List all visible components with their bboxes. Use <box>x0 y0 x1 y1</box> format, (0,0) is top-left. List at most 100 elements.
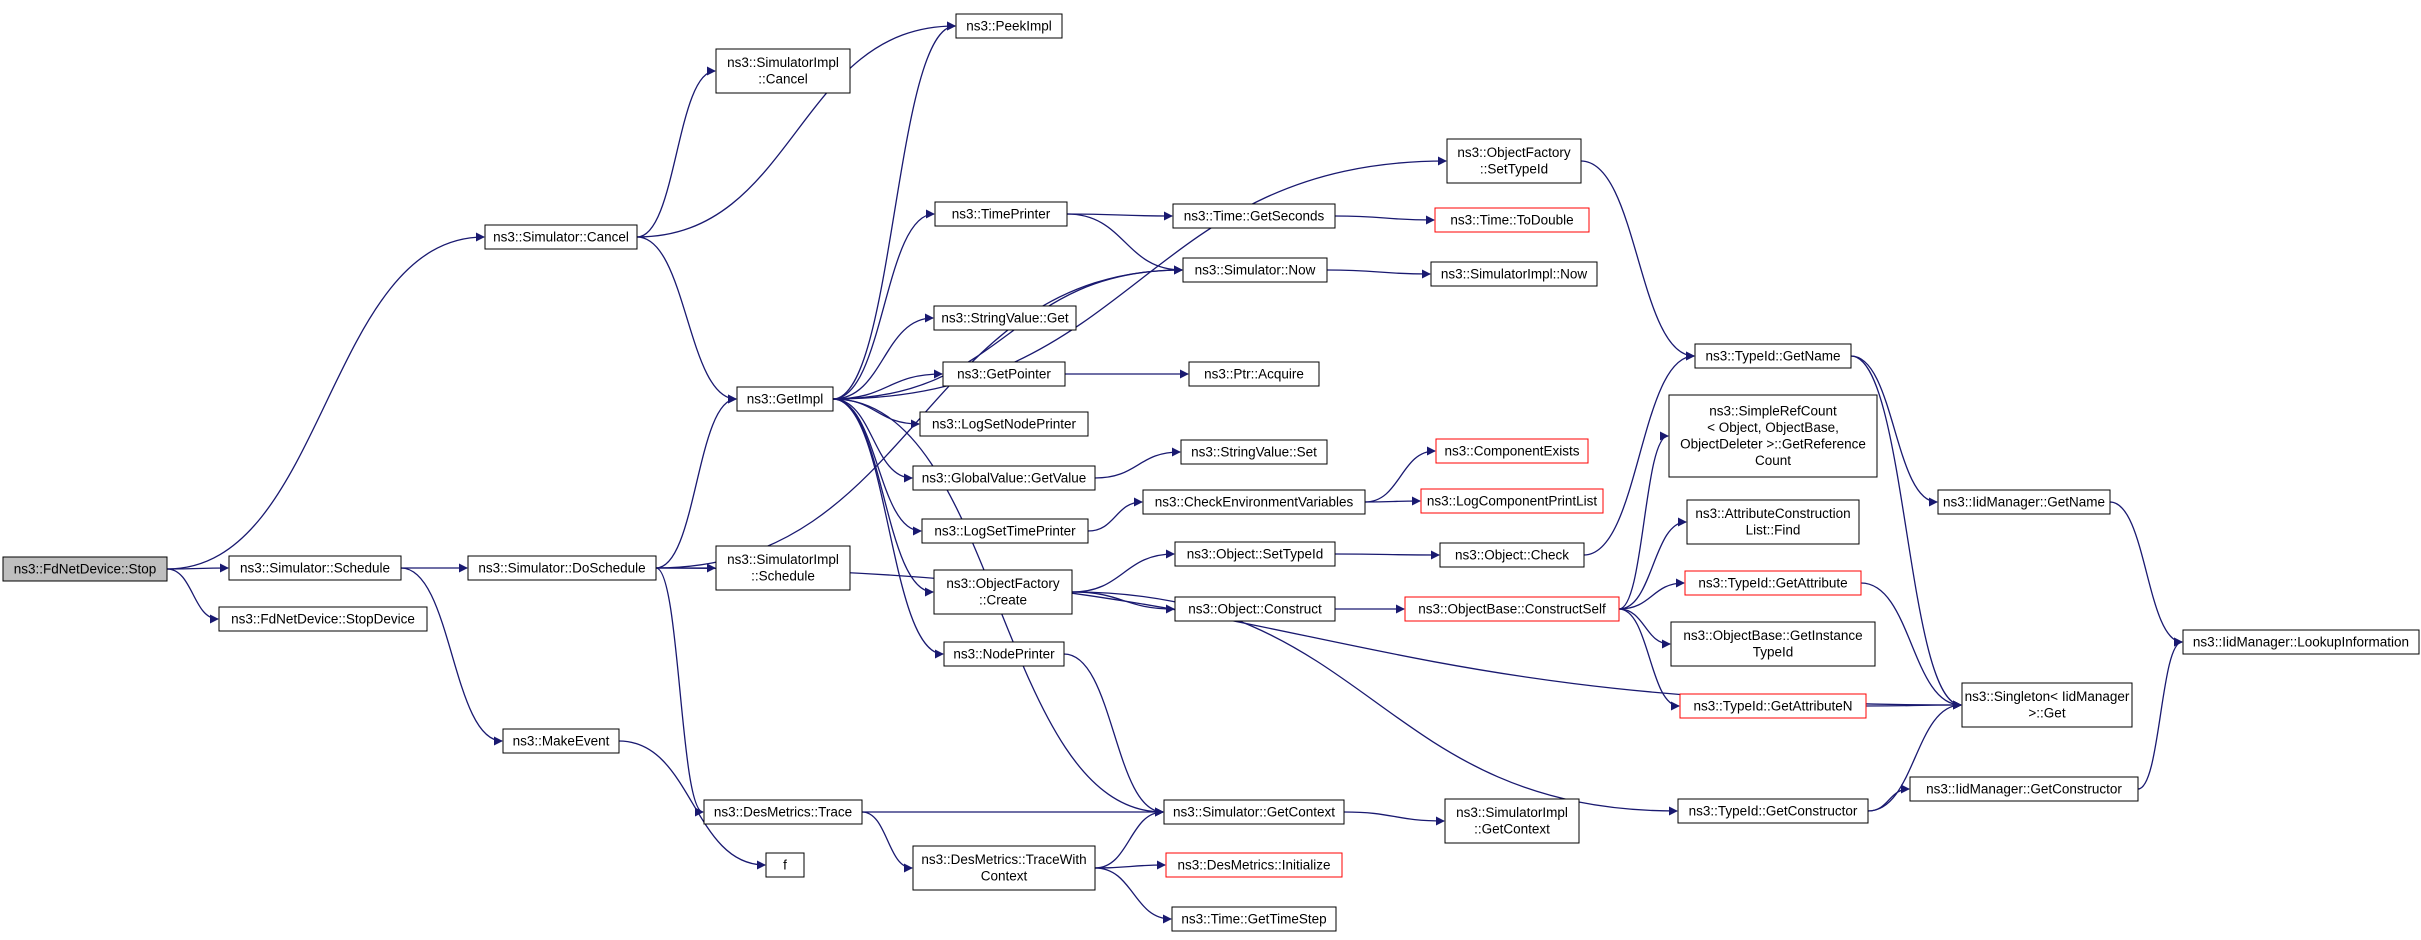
node-label: ns3::Object::Construct <box>1188 601 1322 616</box>
node-box <box>955 13 1063 39</box>
node-sim_schedule[interactable]: ns3::Simulator::Schedule <box>228 555 402 581</box>
node-sim_cancel[interactable]: ns3::Simulator::Cancel <box>484 224 638 250</box>
node-label: ns3::LogComponentPrintList <box>1427 493 1598 508</box>
edge-tracewithcontext-to-desmetrics_initialize <box>1094 860 1166 870</box>
node-logcomponentprintlist[interactable]: ns3::LogComponentPrintList <box>1420 488 1604 514</box>
node-box <box>1909 776 2139 802</box>
node-box <box>921 518 1089 544</box>
node-typeid_getattribute[interactable]: ns3::TypeId::GetAttribute <box>1684 570 1862 596</box>
node-simimpl_schedule[interactable]: ns3::SimulatorImpl::Schedule <box>715 545 851 591</box>
node-fdnet_stop[interactable]: ns3::FdNetDevice::Stop <box>2 556 168 582</box>
edge-objectbase_constructself-to-simplerefcount <box>1618 431 1669 610</box>
node-label: ns3::TypeId::GetName <box>1705 348 1840 363</box>
node-object_check[interactable]: ns3::Object::Check <box>1439 542 1585 568</box>
node-box <box>1686 499 1860 545</box>
edge-logsettimeprinter-to-checkenv <box>1087 497 1143 532</box>
node-label: ns3::IidManager::LookupInformation <box>2193 634 2409 649</box>
node-simplerefcount[interactable]: ns3::SimpleRefCount< Object, ObjectBase,… <box>1668 394 1878 478</box>
node-peekimpl[interactable]: ns3::PeekImpl <box>955 13 1063 39</box>
node-objectfactory_settypeid[interactable]: ns3::ObjectFactory::SetTypeId <box>1446 138 1582 184</box>
node-label: ns3::Simulator::Cancel <box>493 229 629 244</box>
edge-getimpl-to-timeprinter <box>832 209 935 400</box>
node-simimpl_getcontext[interactable]: ns3::SimulatorImpl::GetContext <box>1444 798 1580 844</box>
node-getpointer[interactable]: ns3::GetPointer <box>942 361 1066 387</box>
node-box <box>1171 906 1337 932</box>
node-box <box>1182 257 1328 283</box>
node-box <box>1142 489 1366 515</box>
edge-doschedule-to-simulator_now <box>655 265 1183 569</box>
node-time_gettimestep[interactable]: ns3::Time::GetTimeStep <box>1171 906 1337 932</box>
node-timeprinter[interactable]: ns3::TimePrinter <box>934 201 1068 227</box>
node-simulator_now[interactable]: ns3::Simulator::Now <box>1182 257 1328 283</box>
node-iidmanager_getconstructor[interactable]: ns3::IidManager::GetConstructor <box>1909 776 2139 802</box>
edge-sim_cancel-to-peekimpl <box>636 21 956 238</box>
node-iidmanager_getname[interactable]: ns3::IidManager::GetName <box>1937 489 2111 515</box>
node-typeid_getname[interactable]: ns3::TypeId::GetName <box>1694 343 1852 369</box>
node-time_todouble[interactable]: ns3::Time::ToDouble <box>1434 207 1590 233</box>
node-logsetnodeprinter[interactable]: ns3::LogSetNodePrinter <box>919 411 1089 437</box>
node-object_construct[interactable]: ns3::Object::Construct <box>1174 596 1336 622</box>
edge-typeid_getattribute-to-singleton_get <box>1860 582 1962 710</box>
edge-doschedule-to-getimpl <box>655 394 737 569</box>
node-componentexists[interactable]: ns3::ComponentExists <box>1435 438 1589 464</box>
node-box <box>1446 138 1582 184</box>
node-label: ns3::ObjectFactory <box>1457 145 1571 160</box>
edge-objectbase_constructself-to-objectbase_getinstancetypeid <box>1618 608 1671 649</box>
node-box <box>1174 541 1336 567</box>
node-box <box>1180 439 1328 465</box>
node-objectfactory_create[interactable]: ns3::ObjectFactory::Create <box>933 569 1073 615</box>
node-objectbase_constructself[interactable]: ns3::ObjectBase::ConstructSelf <box>1404 596 1620 622</box>
node-singleton_get[interactable]: ns3::Singleton< IidManager>::Get <box>1961 682 2133 728</box>
node-box <box>919 411 1089 437</box>
edge-layer <box>166 21 2183 924</box>
edge-fdnet_stop-to-stopdevice <box>166 568 219 624</box>
edge-getimpl-to-peekimpl <box>832 21 956 400</box>
node-object_settypeid[interactable]: ns3::Object::SetTypeId <box>1174 541 1336 567</box>
node-stopdevice[interactable]: ns3::FdNetDevice::StopDevice <box>218 606 428 632</box>
node-globalvalue_getvalue[interactable]: ns3::GlobalValue::GetValue <box>912 465 1096 491</box>
node-nodeprinter[interactable]: ns3::NodePrinter <box>943 641 1065 667</box>
node-label: ns3::NodePrinter <box>953 646 1055 661</box>
node-checkenv[interactable]: ns3::CheckEnvironmentVariables <box>1142 489 1366 515</box>
node-label: ::Cancel <box>758 72 808 87</box>
edge-objectfactory_create-to-object_settypeid <box>1071 549 1175 593</box>
node-doschedule[interactable]: ns3::Simulator::DoSchedule <box>467 555 657 581</box>
node-stringvalue_set[interactable]: ns3::StringValue::Set <box>1180 439 1328 465</box>
node-desmetrics_initialize[interactable]: ns3::DesMetrics::Initialize <box>1165 852 1343 878</box>
edge-checkenv-to-componentexists <box>1364 446 1436 503</box>
node-time_getseconds[interactable]: ns3::Time::GetSeconds <box>1172 203 1336 229</box>
node-simimpl_now[interactable]: ns3::SimulatorImpl::Now <box>1430 261 1598 287</box>
node-label: ns3::ObjectBase::ConstructSelf <box>1418 601 1606 616</box>
node-f[interactable]: f <box>765 852 805 878</box>
node-simulator_getcontext[interactable]: ns3::Simulator::GetContext <box>1163 799 1345 825</box>
node-logsettimeprinter[interactable]: ns3::LogSetTimePrinter <box>921 518 1089 544</box>
node-simimpl_cancel[interactable]: ns3::SimulatorImpl::Cancel <box>715 48 851 94</box>
node-label: ns3::Object::Check <box>1455 547 1569 562</box>
node-label: ns3::Time::GetSeconds <box>1184 208 1325 223</box>
node-label: ns3::Object::SetTypeId <box>1187 546 1324 561</box>
node-label: ns3::StringValue::Get <box>941 310 1069 325</box>
node-ptr_acquire[interactable]: ns3::Ptr::Acquire <box>1188 361 1320 387</box>
node-box <box>1694 343 1852 369</box>
node-label: ns3::ObjectBase::GetInstance <box>1683 628 1862 643</box>
node-iidmanager_lookupinfo[interactable]: ns3::IidManager::LookupInformation <box>2182 629 2420 655</box>
node-getimpl[interactable]: ns3::GetImpl <box>736 386 834 412</box>
node-label: ns3::SimulatorImpl::Now <box>1441 266 1588 281</box>
node-makeevent[interactable]: ns3::MakeEvent <box>502 728 620 754</box>
node-stringvalue_get[interactable]: ns3::StringValue::Get <box>933 305 1077 331</box>
edge-getimpl-to-logsettimeprinter <box>832 398 922 536</box>
node-label: ns3::LogSetNodePrinter <box>932 416 1077 431</box>
node-label: ns3::GlobalValue::GetValue <box>922 470 1087 485</box>
node-label: ns3::Simulator::GetContext <box>1173 804 1335 819</box>
node-label: ns3::MakeEvent <box>513 733 610 748</box>
node-typeid_getconstructor[interactable]: ns3::TypeId::GetConstructor <box>1677 798 1869 824</box>
node-box <box>1679 693 1867 719</box>
node-typeid_getattributen[interactable]: ns3::TypeId::GetAttributeN <box>1679 693 1867 719</box>
node-desmetrics_trace[interactable]: ns3::DesMetrics::Trace <box>703 799 863 825</box>
node-box <box>1435 438 1589 464</box>
node-label: ns3::DesMetrics::Initialize <box>1177 857 1330 872</box>
node-label: ns3::Singleton< IidManager <box>1965 689 2130 704</box>
